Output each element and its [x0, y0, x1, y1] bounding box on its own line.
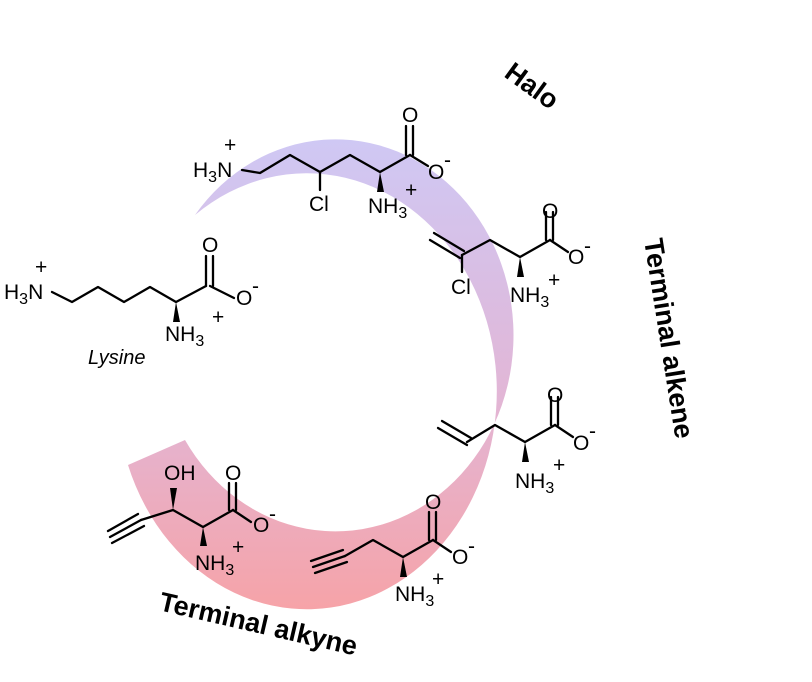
oxygen-label: O [428, 161, 444, 184]
carboxylate-bond [431, 538, 453, 554]
charge-minus: - [444, 149, 451, 172]
charge-minus: - [252, 275, 259, 298]
carboxylate-bond [548, 238, 570, 254]
lysine-label: Lysine [88, 347, 145, 369]
triple-bond [313, 560, 349, 575]
carbon-chain [139, 508, 235, 529]
propargylglycine-molecule: O O - NH3 + [309, 491, 475, 610]
carbon-chain [343, 538, 435, 559]
allylglycine-molecule: O O - NH3 + [436, 384, 596, 497]
wedge-bond [400, 557, 407, 577]
charge-minus: - [269, 503, 276, 526]
ammonium-label: NH3 [195, 552, 234, 579]
gradient-arc-band [128, 139, 514, 610]
charge-plus: + [553, 454, 565, 477]
wedge-bond [173, 302, 180, 322]
oxygen-label: O [452, 546, 468, 569]
triple-bond [311, 554, 347, 569]
wedge-bond [522, 442, 529, 462]
wedge-bond [377, 172, 384, 192]
oxygen-label: O [425, 491, 441, 514]
carboxylate-bond [408, 153, 430, 168]
charge-minus: - [468, 535, 475, 558]
oxygen-label: O [568, 246, 584, 269]
triple-bond [108, 518, 143, 539]
oxygen-label: O [236, 287, 252, 310]
chlorolysine-molecule: H3N + Cl O O - NH3 + [193, 104, 451, 222]
carbon-chain [465, 423, 557, 444]
wedge-bond [517, 257, 524, 277]
wedge-bond [200, 527, 207, 546]
charge-minus: - [589, 420, 596, 443]
oxygen-label: O [547, 384, 563, 407]
triple-bond [110, 524, 146, 545]
charge-plus: + [212, 306, 224, 329]
oxygen-label: O [253, 514, 269, 537]
terminal-alkene-label: Terminal alkene [638, 236, 699, 440]
triple-bond [106, 512, 140, 533]
charge-plus: + [405, 179, 417, 202]
carboxylate-bond [208, 284, 236, 300]
chloroallylglycine-molecule: Cl O O - NH3 + [428, 200, 591, 311]
charge-plus: + [232, 536, 244, 559]
hydroxyl-label: OH [164, 462, 196, 485]
charge-minus: - [584, 235, 591, 258]
double-bond [436, 426, 469, 447]
chlorine-label: Cl [309, 193, 329, 216]
triple-bond [309, 548, 345, 563]
oxygen-label: O [402, 104, 418, 127]
carbon-chain [50, 284, 208, 304]
oxygen-label: O [542, 200, 558, 223]
ammonium-label: NH3 [510, 284, 549, 311]
ammonium-label: H3N [4, 281, 43, 308]
wedge-bond [170, 488, 177, 510]
ammonium-label: NH3 [395, 583, 434, 610]
lysine-molecule: H3N + O O - NH3 + Lysine [4, 234, 259, 369]
oxygen-label: O [225, 462, 241, 485]
double-bond [428, 238, 462, 260]
double-bond [432, 231, 466, 253]
oxygen-label: O [573, 432, 589, 455]
ammonium-label: H3N [193, 159, 232, 186]
charge-plus: + [35, 256, 47, 279]
charge-plus: + [224, 134, 236, 157]
carboxylate-bond [553, 423, 575, 439]
charge-plus: + [548, 269, 560, 292]
double-bond [440, 419, 473, 440]
chlorine-label: Cl [451, 276, 471, 299]
ammonium-label: NH3 [368, 195, 407, 222]
charge-plus: + [432, 568, 444, 591]
halo-label: Halo [499, 57, 564, 116]
ammonium-label: NH3 [165, 323, 204, 350]
ammonium-label: NH3 [515, 470, 554, 497]
oxygen-label: O [202, 234, 218, 257]
carbon-chain [460, 238, 552, 259]
carboxylate-bond [231, 508, 253, 524]
ethynylserine-molecule: OH O O - NH3 + [106, 462, 276, 579]
